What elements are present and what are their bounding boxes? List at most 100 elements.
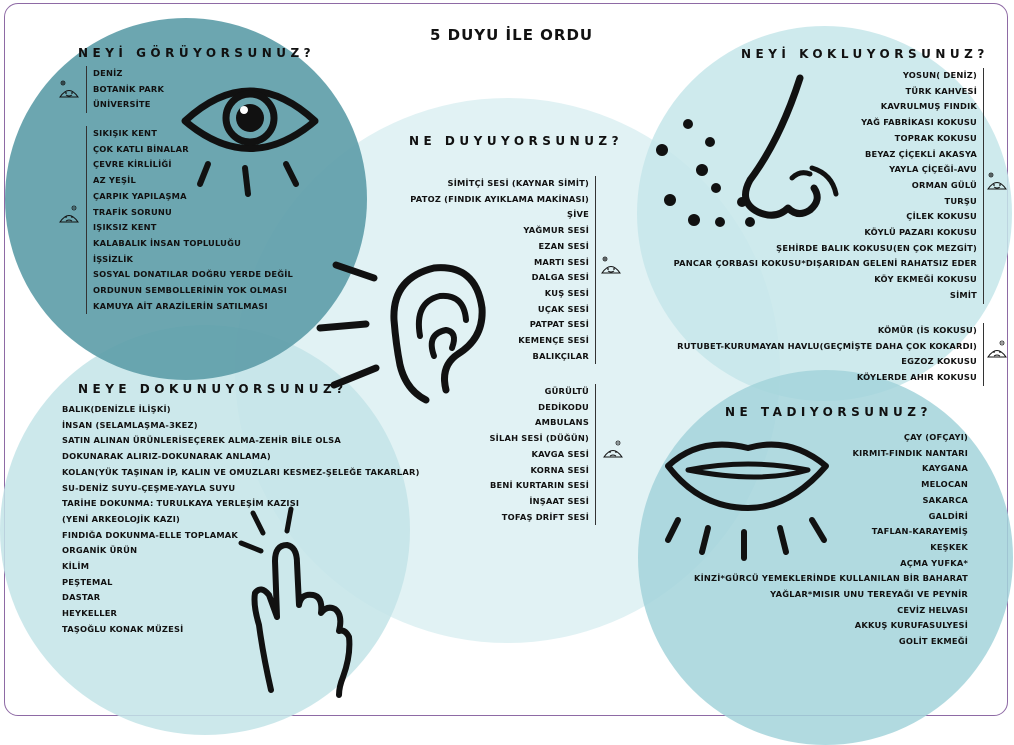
list-item: AÇMA YUFKA* [900,557,968,568]
list-item: KOLAN(YÜK TAŞINAN İP, KALIN VE OMUZLARI … [62,466,420,477]
taste-heading: NE TADIYORSUNUZ? [725,405,932,419]
list-item: AMBULANS [535,417,589,428]
taste-list: ÇAY (OFÇAYI) KIRMIT-FINDIK NANTARI KAYGA… [694,430,974,650]
ear-icon [316,261,486,404]
hand-icon [238,506,353,698]
list-item: ÜNİVERSİTE [93,99,151,110]
list-item: DALGA SESİ [531,272,589,283]
list-item: İNŞAAT SESİ [529,495,589,506]
list-item: GÜRÜLTÜ [544,386,589,396]
list-item: ÇAY (OFÇAYI) [903,432,968,442]
happy-face-icon [987,172,1007,190]
list-item: KAVRULMUŞ FINDIK [880,101,977,112]
list-item: BALIK(DENİZLE İLİŞKİ) [62,404,171,414]
list-item: YOSUN( DENİZ) [902,70,977,80]
list-item: KORNA SESİ [530,464,589,475]
list-item: IŞIKSIZ KENT [93,222,157,233]
list-item: KİLİM [62,561,90,572]
list-item: BENİ KURTARIN SESİ [490,480,589,491]
sad-face-icon [59,205,79,223]
list-item: SİMİT [949,289,977,300]
list-item: SAKARCA [922,494,968,505]
list-item: PATOZ (FINDIK AYIKLAMA MAKİNASI) [410,193,589,204]
list-item: TAFLAN-KARAYEMİŞ [871,526,968,537]
see-circle [5,18,367,380]
list-item: KÖMÜR (İS KOKUSU) [877,325,977,335]
list-item: TARİHE DOKUNMA: TURULKAYA YERLEŞİM KAZIS… [62,498,300,509]
list-item: ORDUNUN SEMBOLLERİNİN YOK OLMASI [93,285,287,296]
list-item: TOFAŞ DRİFT SESİ [501,511,589,522]
list-item: KAYGANA [921,463,968,474]
touch-heading: NEYE DOKUNUYORSUNUZ? [78,382,348,396]
see-positive-list: DENİZ BOTANİK PARK ÜNİVERSİTE [86,66,165,114]
list-item: (YENİ ARKEOLOJİK KAZI) [62,513,181,524]
list-item: DENİZ [93,68,123,78]
nose-icon [656,74,839,227]
list-item: GALDİRİ [928,510,968,521]
mouth-icon [665,441,829,561]
sad-face-icon [987,340,1007,358]
list-item: PATPAT SESİ [529,319,589,330]
list-item: ŞEHİRDE BALIK KOKUSU(EN ÇOK MEZGİT) [776,242,977,253]
list-item: ÇEVRE KİRLİLİĞİ [93,159,172,170]
list-item: DOKUNARAK ALIRIZ-DOKUNARAK ANLAMA) [62,451,271,462]
list-item: ÇOK KATLI BİNALAR [93,143,189,154]
list-item: CEVİZ HELVASI [897,604,968,615]
happy-face-icon [601,256,621,274]
list-item: MARTI SESİ [533,256,589,267]
list-item: SİLAH SESİ (DÜĞÜN) [489,433,589,444]
list-item: YAĞMUR SESİ [523,225,589,236]
list-item: KÖY EKMEĞİ KOKUSU [874,274,977,285]
touch-circle [0,325,410,735]
list-item: YAYLA ÇİÇEĞİ-AVU [889,164,977,175]
list-item: EZAN SESİ [538,240,589,251]
list-item: KİNZİ*GÜRCÜ YEMEKLERİNDE KULLANILAN BİR … [693,573,968,584]
smell-circle [637,26,1012,401]
smell-positive-list: YOSUN( DENİZ) TÜRK KAHVESİ KAVRULMUŞ FIN… [674,68,984,304]
list-item: DEDİKODU [538,401,589,412]
list-item: SU-DENİZ SUYU-ÇEŞME-YAYLA SUYU [62,482,236,493]
list-item: BEYAZ ÇİÇEKLİ AKASYA [864,148,977,159]
list-item: İŞSİZLİK [93,253,134,264]
list-item: AZ YEŞİL [93,175,136,186]
list-item: KAVGA SESİ [531,448,589,459]
list-item: KIRMIT-FINDIK NANTARI [852,447,968,458]
list-item: HEYKELLER [62,608,118,619]
eye-icon [181,87,319,197]
list-item: RUTUBET-KURUMAYAN HAVLU(GEÇMİŞTE DAHA ÇO… [677,340,977,351]
list-item: SATIN ALINAN ÜRÜNLERİSEÇEREK ALMA-ZEHİR … [62,435,341,446]
taste-circle [638,370,1013,745]
see-heading: NEYİ GÖRÜYORSUNUZ? [78,46,316,60]
smell-heading: NEYİ KOKLUYORSUNUZ? [741,47,989,61]
list-item: KAMUYA AİT ARAZİLERİN SATILMASI [93,300,268,311]
hear-heading: NE DUYUYORSUNUZ? [409,134,624,148]
happy-face-icon [59,80,79,98]
smell-negative-list: KÖMÜR (İS KOKUSU) RUTUBET-KURUMAYAN HAVL… [677,323,984,386]
list-item: KÖYLÜ PAZARI KOKUSU [864,227,977,238]
list-item: FINDIĞA DOKUNMA-ELLE TOPLAMAK [62,529,239,540]
hear-positive-list: SİMİTÇİ SESİ (KAYNAR SİMİT) PATOZ (FINDI… [410,176,596,365]
list-item: YAĞLAR*MISIR UNU TEREYAĞI VE PEYNİR [770,589,968,600]
list-item: TOPRAK KOKUSU [894,132,977,143]
list-item: SIKIŞIK KENT [93,128,158,138]
list-item: PANCAR ÇORBASI KOKUSU*DIŞARIDAN GELENİ R… [673,258,977,269]
sad-face-icon [603,440,623,458]
list-item: ÇİLEK KOKUSU [906,211,977,222]
list-item: İNSAN (SELAMLAŞMA-3KEZ) [62,419,198,430]
list-item: MELOCAN [921,479,968,490]
list-item: KEŞKEK [930,541,968,552]
list-item: TRAFİK SORUNU [93,206,172,217]
page-title: 5 DUYU İLE ORDU [430,26,594,44]
list-item: TURŞU [944,195,977,206]
list-item: KÖYLERDE AHIR KOKUSU [856,372,977,383]
touch-list: BALIK(DENİZLE İLİŞKİ) İNSAN (SELAMLAŞMA-… [62,402,420,638]
list-item: ORMAN GÜLÜ [911,179,977,190]
list-item: BOTANİK PARK [93,83,165,94]
list-item: ÇARPIK YAPILAŞMA [93,190,187,201]
list-item: GOLİT EKMEĞİ [898,636,968,647]
list-item: ORGANİK ÜRÜN [62,545,138,556]
list-item: SOSYAL DONATILAR DOĞRU YERDE DEĞİL [93,269,294,280]
list-item: KUŞ SESİ [544,287,589,298]
list-item: UÇAK SESİ [537,303,589,314]
list-item: EGZOZ KOKUSU [901,356,977,367]
